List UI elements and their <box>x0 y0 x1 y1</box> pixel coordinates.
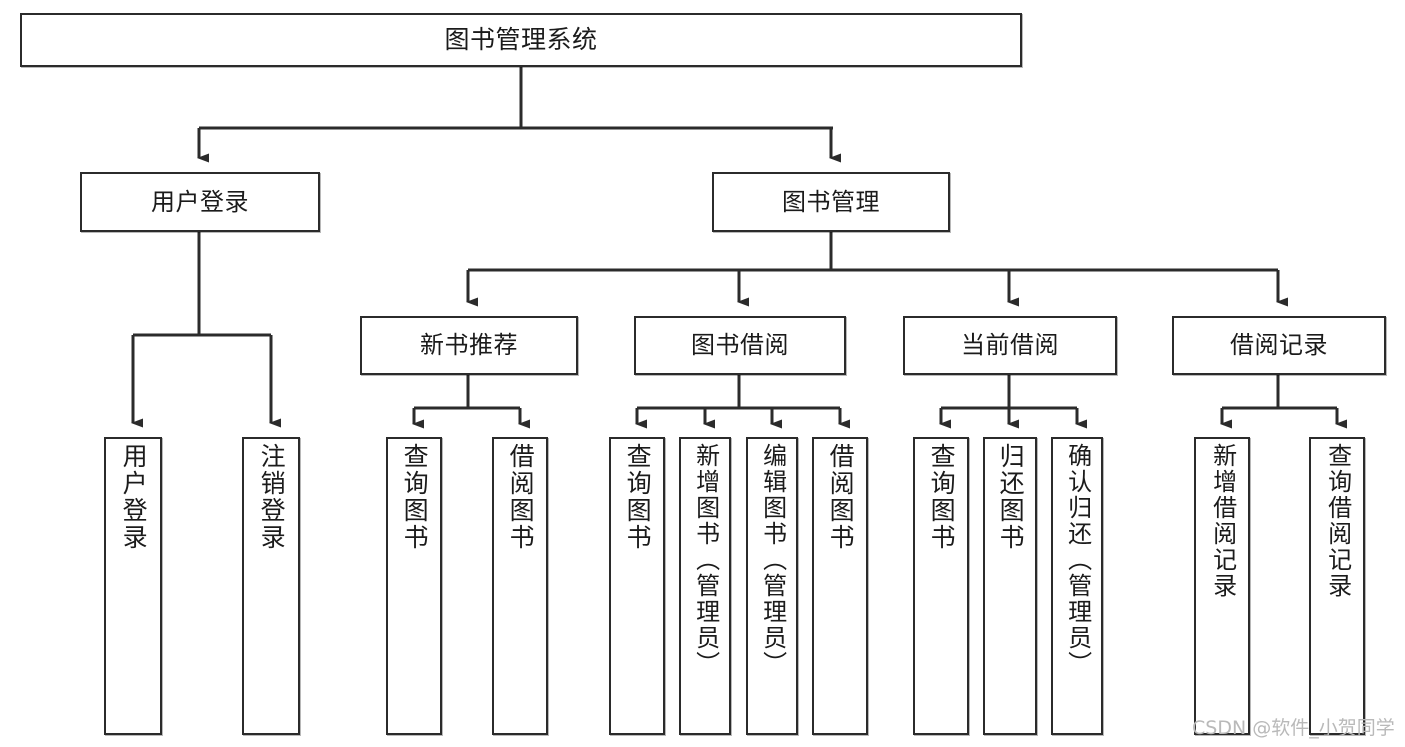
node-label: 查询借阅记录 <box>1323 443 1352 599</box>
node-root-system[interactable]: 图书管理系统 <box>20 13 1022 67</box>
node-label: 新增借阅记录 <box>1208 443 1237 599</box>
node-label: 查询图书 <box>400 443 430 551</box>
leaf-query-book-new[interactable]: 查询图书 <box>386 437 442 735</box>
node-label: 借阅记录 <box>1230 331 1328 360</box>
leaf-add-book-admin[interactable]: 新增图书（管理员） <box>679 437 731 735</box>
leaf-query-book-current[interactable]: 查询图书 <box>913 437 969 735</box>
leaf-borrow-book[interactable]: 借阅图书 <box>812 437 868 735</box>
node-label: 查询图书 <box>927 443 957 551</box>
leaf-edit-book-admin[interactable]: 编辑图书（管理员） <box>746 437 798 735</box>
leaf-query-borrow-record[interactable]: 查询借阅记录 <box>1309 437 1365 735</box>
node-label: 查询图书 <box>623 443 653 551</box>
node-book-management[interactable]: 图书管理 <box>712 172 950 232</box>
node-label: 图书管理系统 <box>444 25 598 55</box>
node-label: 用户登录 <box>151 187 249 216</box>
node-label: 新增图书（管理员） <box>691 443 720 677</box>
node-label: 图书借阅 <box>691 331 789 360</box>
leaf-add-borrow-record[interactable]: 新增借阅记录 <box>1194 437 1250 735</box>
node-borrow-records[interactable]: 借阅记录 <box>1172 316 1386 375</box>
node-label: 借阅图书 <box>506 443 536 551</box>
node-label: 当前借阅 <box>961 331 1059 360</box>
node-label: 注销登录 <box>257 443 287 551</box>
leaf-user-login[interactable]: 用户登录 <box>104 437 162 735</box>
node-label: 借阅图书 <box>826 443 856 551</box>
csdn-watermark: CSDN @软件_小贺同学 <box>1192 717 1395 739</box>
leaf-query-book-borrow[interactable]: 查询图书 <box>609 437 665 735</box>
leaf-return-book[interactable]: 归还图书 <box>983 437 1037 735</box>
leaf-logout[interactable]: 注销登录 <box>242 437 300 735</box>
node-label: 用户登录 <box>119 443 149 551</box>
leaf-borrow-book-new[interactable]: 借阅图书 <box>492 437 548 735</box>
node-new-book-recommend[interactable]: 新书推荐 <box>360 316 578 375</box>
node-book-borrow[interactable]: 图书借阅 <box>634 316 846 375</box>
node-current-borrow[interactable]: 当前借阅 <box>903 316 1117 375</box>
node-label: 归还图书 <box>996 443 1026 551</box>
leaf-confirm-return-admin[interactable]: 确认归还（管理员） <box>1051 437 1103 735</box>
node-label: 新书推荐 <box>420 331 518 360</box>
node-label: 编辑图书（管理员） <box>758 443 787 677</box>
node-user-login[interactable]: 用户登录 <box>80 172 320 232</box>
node-label: 确认归还（管理员） <box>1063 443 1092 677</box>
node-label: 图书管理 <box>782 187 880 216</box>
